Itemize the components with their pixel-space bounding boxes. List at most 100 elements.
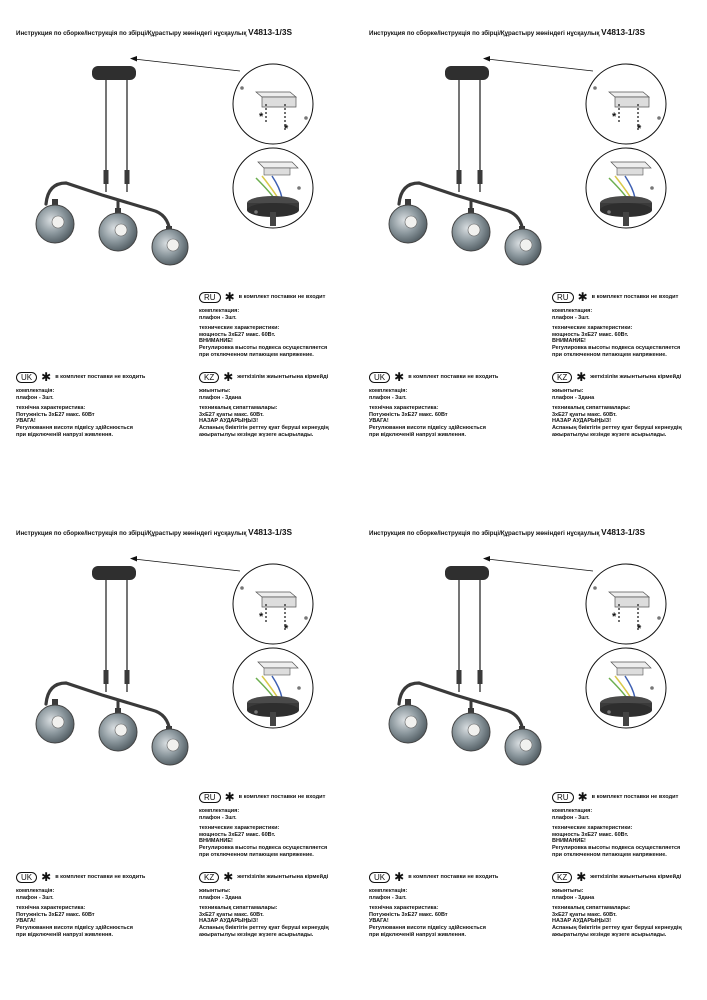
title-text: Инструкция по сборке/Інструкція по збірц…	[369, 30, 600, 37]
ru-specs-value: мощность 3хЕ27 макс. 60Вт.	[199, 331, 276, 338]
uk-kit-value: плафон - 3шт.	[16, 894, 54, 901]
ru-section: RU ✱ в комплект поставки не входит компл…	[199, 790, 349, 858]
lamp-illustration: * *	[388, 56, 667, 266]
ru-warning-line1: Регулировка высоты подвеса осуществляетс…	[552, 344, 681, 351]
ru-specs-label: технические характеристики:	[199, 825, 280, 832]
asterisk-icon: ✱	[223, 870, 234, 884]
kz-warning-line1: Аспаның биіктігін реттеу қуат беруші кер…	[199, 424, 329, 431]
kz-kit-label: жиынтығы:	[199, 888, 231, 894]
kz-specs-value: 3хЕ27 қуаты макс. 60Вт.	[552, 411, 617, 418]
ru-kit-label: комплектация:	[552, 808, 593, 814]
uk-warning-line2: при відключеній напрузі живлення.	[16, 431, 114, 438]
uk-specs-value: Потужність 3хЕ27 макс. 60Вт	[16, 411, 95, 418]
lamp-shade	[151, 226, 189, 266]
kz-warning-title: НАЗАР АУДАРЫҢЫЗ!	[552, 918, 612, 925]
uk-warning-line1: Регулювання висоти підвісу здійснюється	[369, 924, 486, 931]
page-title: Инструкция по сборке/Інструкція по збірц…	[369, 527, 699, 537]
uk-kit-value: плафон - 3шт.	[16, 394, 54, 401]
lamp-arm	[44, 181, 172, 234]
lamp-arm	[397, 181, 525, 234]
wiring-detail	[232, 147, 314, 229]
uk-kit-label: комплектація:	[16, 888, 55, 894]
uk-section: UK ✱ в комплект поставки не входить комп…	[369, 371, 539, 438]
kz-specs-label: техникалық сипаттамалары:	[199, 405, 278, 412]
asterisk-icon: ✱	[576, 370, 587, 384]
uk-warning-line2: при відключеній напрузі живлення.	[16, 931, 114, 938]
uk-language-badge: UK	[16, 372, 38, 383]
ru-language-badge: RU	[199, 292, 221, 303]
uk-section: UK ✱ в комплект поставки не входить комп…	[16, 871, 186, 938]
kz-kit-label: жиынтығы:	[199, 388, 231, 394]
kz-note: жеткізілім жиынтығына кірмейді	[237, 374, 329, 381]
kz-warning-title: НАЗАР АУДАРЫҢЫЗ!	[552, 418, 612, 425]
ru-warning-line2: при отключенном питающем напряжение.	[552, 351, 667, 358]
ru-specs-value: мощность 3хЕ27 макс. 60Вт.	[199, 831, 276, 838]
uk-warning-line1: Регулювання висоти підвісу здійснюється	[369, 424, 486, 431]
kz-warning-line1: Аспаның биіктігін реттеу қуат беруші кер…	[552, 924, 682, 931]
uk-warning-line2: при відключеній напрузі живлення.	[369, 931, 467, 938]
lamp-illustration: * *	[35, 556, 314, 766]
svg-text:*: *	[612, 111, 617, 123]
callout-arrow	[133, 58, 241, 72]
lamp-shade	[388, 699, 428, 744]
ceiling-canopy	[445, 566, 489, 580]
uk-section: UK ✱ в комплект поставки не входить комп…	[369, 870, 539, 938]
uk-specs-label: технічна характеристика:	[16, 405, 86, 412]
asterisk-icon: ✱	[224, 790, 235, 804]
kz-language-badge: KZ	[552, 372, 573, 383]
uk-kit-value: плафон - 3шт.	[369, 894, 407, 901]
title-text: Инструкция по сборке/Інструкція по збірц…	[369, 530, 600, 537]
mounting-bracket-detail: * *	[232, 63, 314, 145]
wiring-detail	[232, 647, 314, 729]
asterisk-icon: ✱	[224, 290, 235, 304]
uk-specs-value: Потужність 3хЕ27 макс. 60Вт	[369, 411, 448, 418]
mounting-bracket-detail: * *	[232, 563, 314, 645]
wiring-detail	[585, 147, 667, 229]
lamp-shade	[98, 708, 138, 752]
ru-note: в комплект поставки не входит	[238, 294, 326, 301]
kz-section: KZ ✱ жеткізілім жиынтығына кірмейді жиын…	[552, 370, 702, 438]
ceiling-canopy	[92, 566, 136, 580]
kz-warning-line2: ажыратылуы кезінде жүзеге асырылады.	[199, 431, 314, 438]
uk-warning-line1: Регулювання висоти підвісу здійснюється	[16, 424, 133, 431]
ru-specs-label: технические характеристики:	[552, 825, 633, 832]
kz-kit-value: плафон - 3дана	[199, 894, 242, 901]
ru-warning-title: ВНИМАНИЕ!	[199, 838, 233, 845]
asterisk-icon: ✱	[576, 870, 587, 884]
svg-text:*: *	[637, 623, 642, 635]
lamp-shade	[98, 208, 138, 252]
ru-warning-line1: Регулировка высоты подвеса осуществляетс…	[199, 844, 328, 851]
instruction-page: Инструкция по сборке/Інструкція по збірц…	[353, 500, 706, 1000]
kz-specs-value: 3хЕ27 қуаты макс. 60Вт.	[552, 911, 617, 918]
kz-section: KZ ✱ жеткізілім жиынтығына кірмейді жиын…	[199, 870, 349, 938]
asterisk-icon: ✱	[394, 870, 405, 884]
uk-language-badge: UK	[369, 872, 391, 883]
kz-kit-value: плафон - 3дана	[199, 394, 242, 401]
page-title: Инструкция по сборке/Інструкція по збірц…	[16, 27, 346, 37]
ru-kit-value: плафон - 3шт.	[552, 314, 590, 321]
callout-arrow	[486, 558, 594, 572]
kz-specs-label: техникалық сипаттамалары:	[199, 905, 278, 912]
uk-specs-value: Потужність 3хЕ27 макс. 60Вт	[16, 911, 95, 918]
uk-warning-line2: при відключеній напрузі живлення.	[369, 431, 467, 438]
kz-kit-label: жиынтығы:	[552, 888, 584, 894]
kz-note: жеткізілім жиынтығына кірмейді	[237, 874, 329, 881]
mounting-bracket-detail: * *	[585, 563, 667, 645]
kz-warning-line2: ажыратылуы кезінде жүзеге асырылады.	[552, 431, 667, 438]
ru-language-badge: RU	[552, 792, 574, 803]
ru-warning-line1: Регулировка высоты подвеса осуществляетс…	[552, 844, 681, 851]
lamp-shade	[504, 726, 542, 766]
kz-warning-line1: Аспаның биіктігін реттеу қуат беруші кер…	[199, 924, 329, 931]
kz-warning-title: НАЗАР АУДАРЫҢЫЗ!	[199, 418, 259, 425]
kz-kit-value: плафон - 3дана	[552, 894, 595, 901]
lamp-shade	[504, 226, 542, 266]
ru-warning-title: ВНИМАНИЕ!	[199, 338, 233, 345]
ru-section: RU ✱ в комплект поставки не входит компл…	[552, 291, 702, 358]
uk-note: в комплект поставки не входить	[55, 874, 146, 881]
ru-kit-label: комплектация:	[199, 808, 240, 814]
lamp-shade	[388, 199, 428, 244]
model-number: V4813-1/3S	[601, 527, 645, 537]
lamp-arm	[397, 681, 525, 734]
ru-warning-line2: при отключенном питающем напряжение.	[199, 351, 314, 358]
svg-text:*: *	[284, 123, 289, 135]
